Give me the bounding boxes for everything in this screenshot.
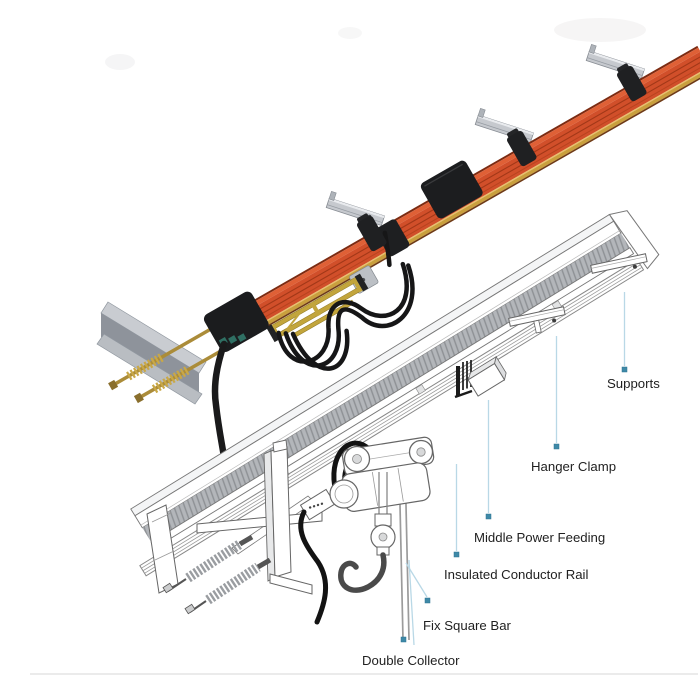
label-insulated-conductor-rail: Insulated Conductor Rail bbox=[444, 567, 588, 582]
hoist-trolley bbox=[329, 436, 435, 593]
support-bracket bbox=[474, 107, 534, 143]
label-hanger-clamp: Hanger Clamp bbox=[531, 459, 616, 474]
spring-tensioner-drawing bbox=[162, 534, 272, 615]
top-rail-illustration bbox=[96, 43, 700, 468]
callouts: Supports Hanger Clamp Middle Power Feedi… bbox=[362, 292, 660, 668]
hanger-clamp bbox=[617, 63, 647, 102]
leader-dot bbox=[400, 636, 407, 643]
label-fix-square-bar: Fix Square Bar bbox=[423, 618, 512, 633]
background-artifacts bbox=[105, 18, 646, 70]
support-bracket bbox=[585, 43, 645, 79]
support-bar bbox=[590, 253, 648, 274]
leader-dot bbox=[553, 443, 560, 450]
hanger-clamp-bracket bbox=[196, 439, 323, 595]
label-middle-power-feeding: Middle Power Feeding bbox=[474, 530, 605, 545]
label-supports: Supports bbox=[607, 376, 660, 391]
label-double-collector: Double Collector bbox=[362, 653, 460, 668]
hook bbox=[338, 552, 387, 593]
middle-power-feed-box bbox=[420, 160, 483, 219]
middle-feed-wires bbox=[454, 360, 473, 399]
hanger-clamp bbox=[507, 128, 537, 167]
middle-feed-box bbox=[467, 355, 507, 397]
rail-end-cap bbox=[608, 210, 660, 270]
leader-dot bbox=[424, 597, 431, 604]
collector-trolley bbox=[266, 219, 415, 371]
power-cable bbox=[211, 340, 229, 468]
leader-dot bbox=[453, 551, 460, 558]
leader-dot bbox=[621, 366, 628, 373]
leader-dot bbox=[485, 513, 492, 520]
bottom-line-drawing bbox=[130, 210, 660, 641]
support-bracket bbox=[325, 190, 385, 226]
spring-tensioner bbox=[108, 325, 228, 404]
hanger-clamp bbox=[357, 213, 387, 252]
collector-cables bbox=[276, 230, 415, 371]
leader-line bbox=[408, 559, 415, 646]
collector-cable bbox=[298, 509, 329, 625]
support-bar bbox=[508, 306, 566, 334]
